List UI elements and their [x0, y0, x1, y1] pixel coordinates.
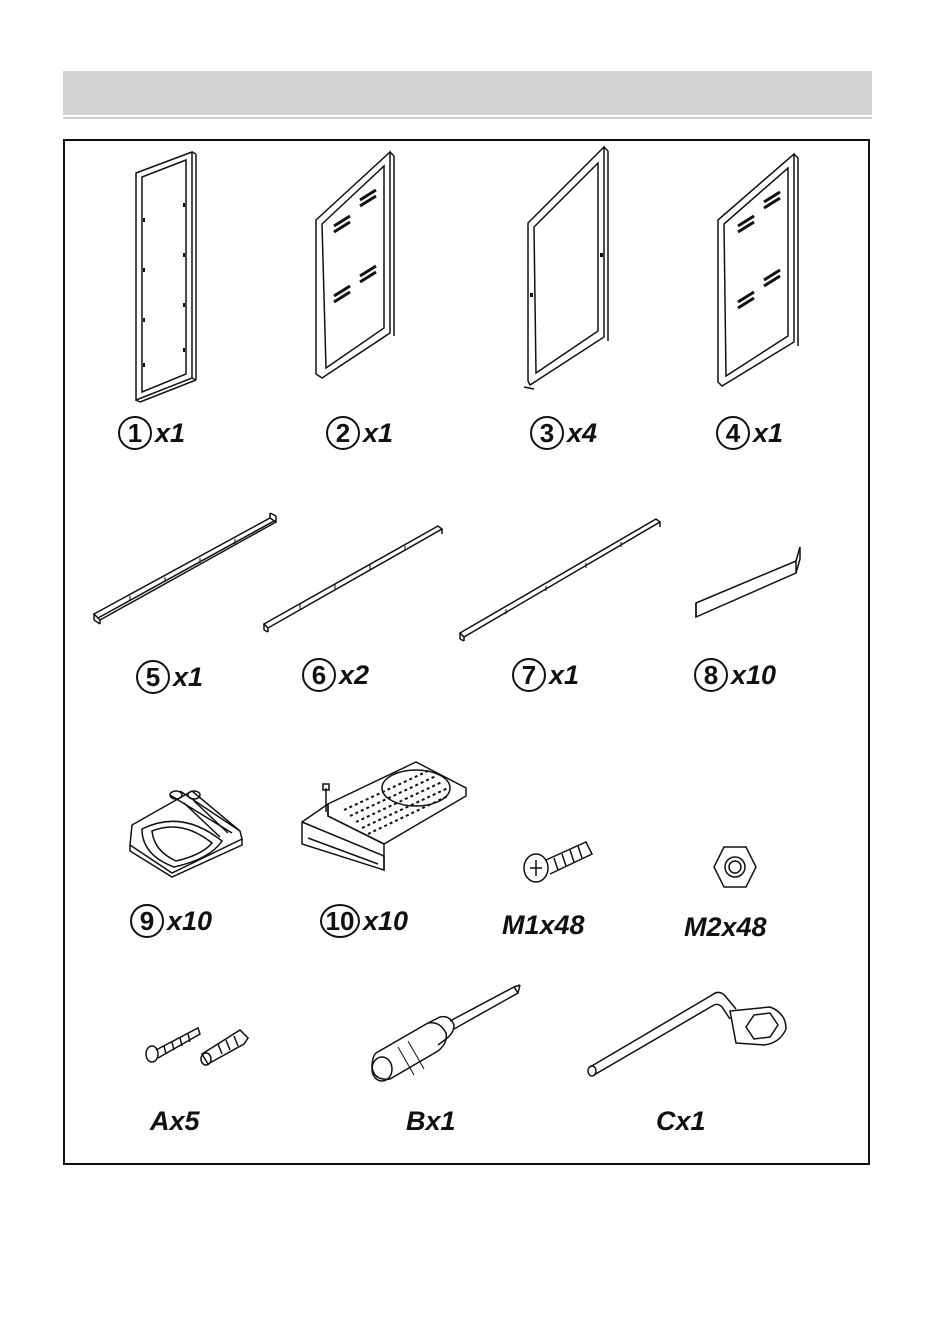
screw-anchor-icon: [140, 1018, 252, 1068]
nut-icon: [710, 843, 760, 893]
part-qty-8: x10: [731, 660, 776, 691]
part-number-6: 6: [302, 658, 336, 692]
rail-icon: [260, 520, 445, 635]
part-qty-3: x4: [567, 418, 597, 449]
connector-tray-icon: [298, 758, 470, 878]
rail-icon: [456, 515, 666, 645]
frame-panel-icon: [128, 148, 198, 403]
hardware-label-b: Bx1: [406, 1106, 456, 1137]
hardware-label-m2: M2x48: [684, 912, 767, 943]
header-bar: [63, 71, 872, 115]
part-qty-7: x1: [549, 660, 579, 691]
part-number-2: 2: [326, 416, 360, 450]
part-qty-5: x1: [173, 662, 203, 693]
screwdriver-icon: [368, 983, 523, 1083]
screw-icon: [520, 834, 595, 889]
part-number-7: 7: [512, 658, 546, 692]
part-qty-2: x1: [363, 418, 393, 449]
rail-icon: [90, 510, 280, 625]
louvered-side-panel-icon: [712, 150, 802, 390]
hardware-label-m1: M1x48: [502, 910, 585, 941]
part-number-4: 4: [716, 416, 750, 450]
part-qty-9: x10: [167, 906, 212, 937]
part-qty-4: x1: [753, 418, 783, 449]
part-qty-1: x1: [155, 418, 185, 449]
part-number-5: 5: [136, 660, 170, 694]
frame-side-panel-icon: [520, 143, 612, 391]
louvered-side-panel-icon: [312, 148, 397, 383]
short-bracket-icon: [690, 543, 805, 623]
part-qty-6: x2: [339, 660, 369, 691]
header-rule: [63, 117, 872, 119]
shoe-holder-icon: [122, 785, 247, 875]
hardware-label-c: Cx1: [656, 1106, 706, 1137]
part-number-10: 10: [320, 904, 360, 938]
part-number-1: 1: [118, 416, 152, 450]
part-number-3: 3: [530, 416, 564, 450]
part-qty-10: x10: [363, 906, 408, 937]
socket-wrench-icon: [584, 985, 794, 1080]
part-number-8: 8: [694, 658, 728, 692]
part-number-9: 9: [130, 904, 164, 938]
hardware-label-a: Ax5: [150, 1106, 200, 1137]
